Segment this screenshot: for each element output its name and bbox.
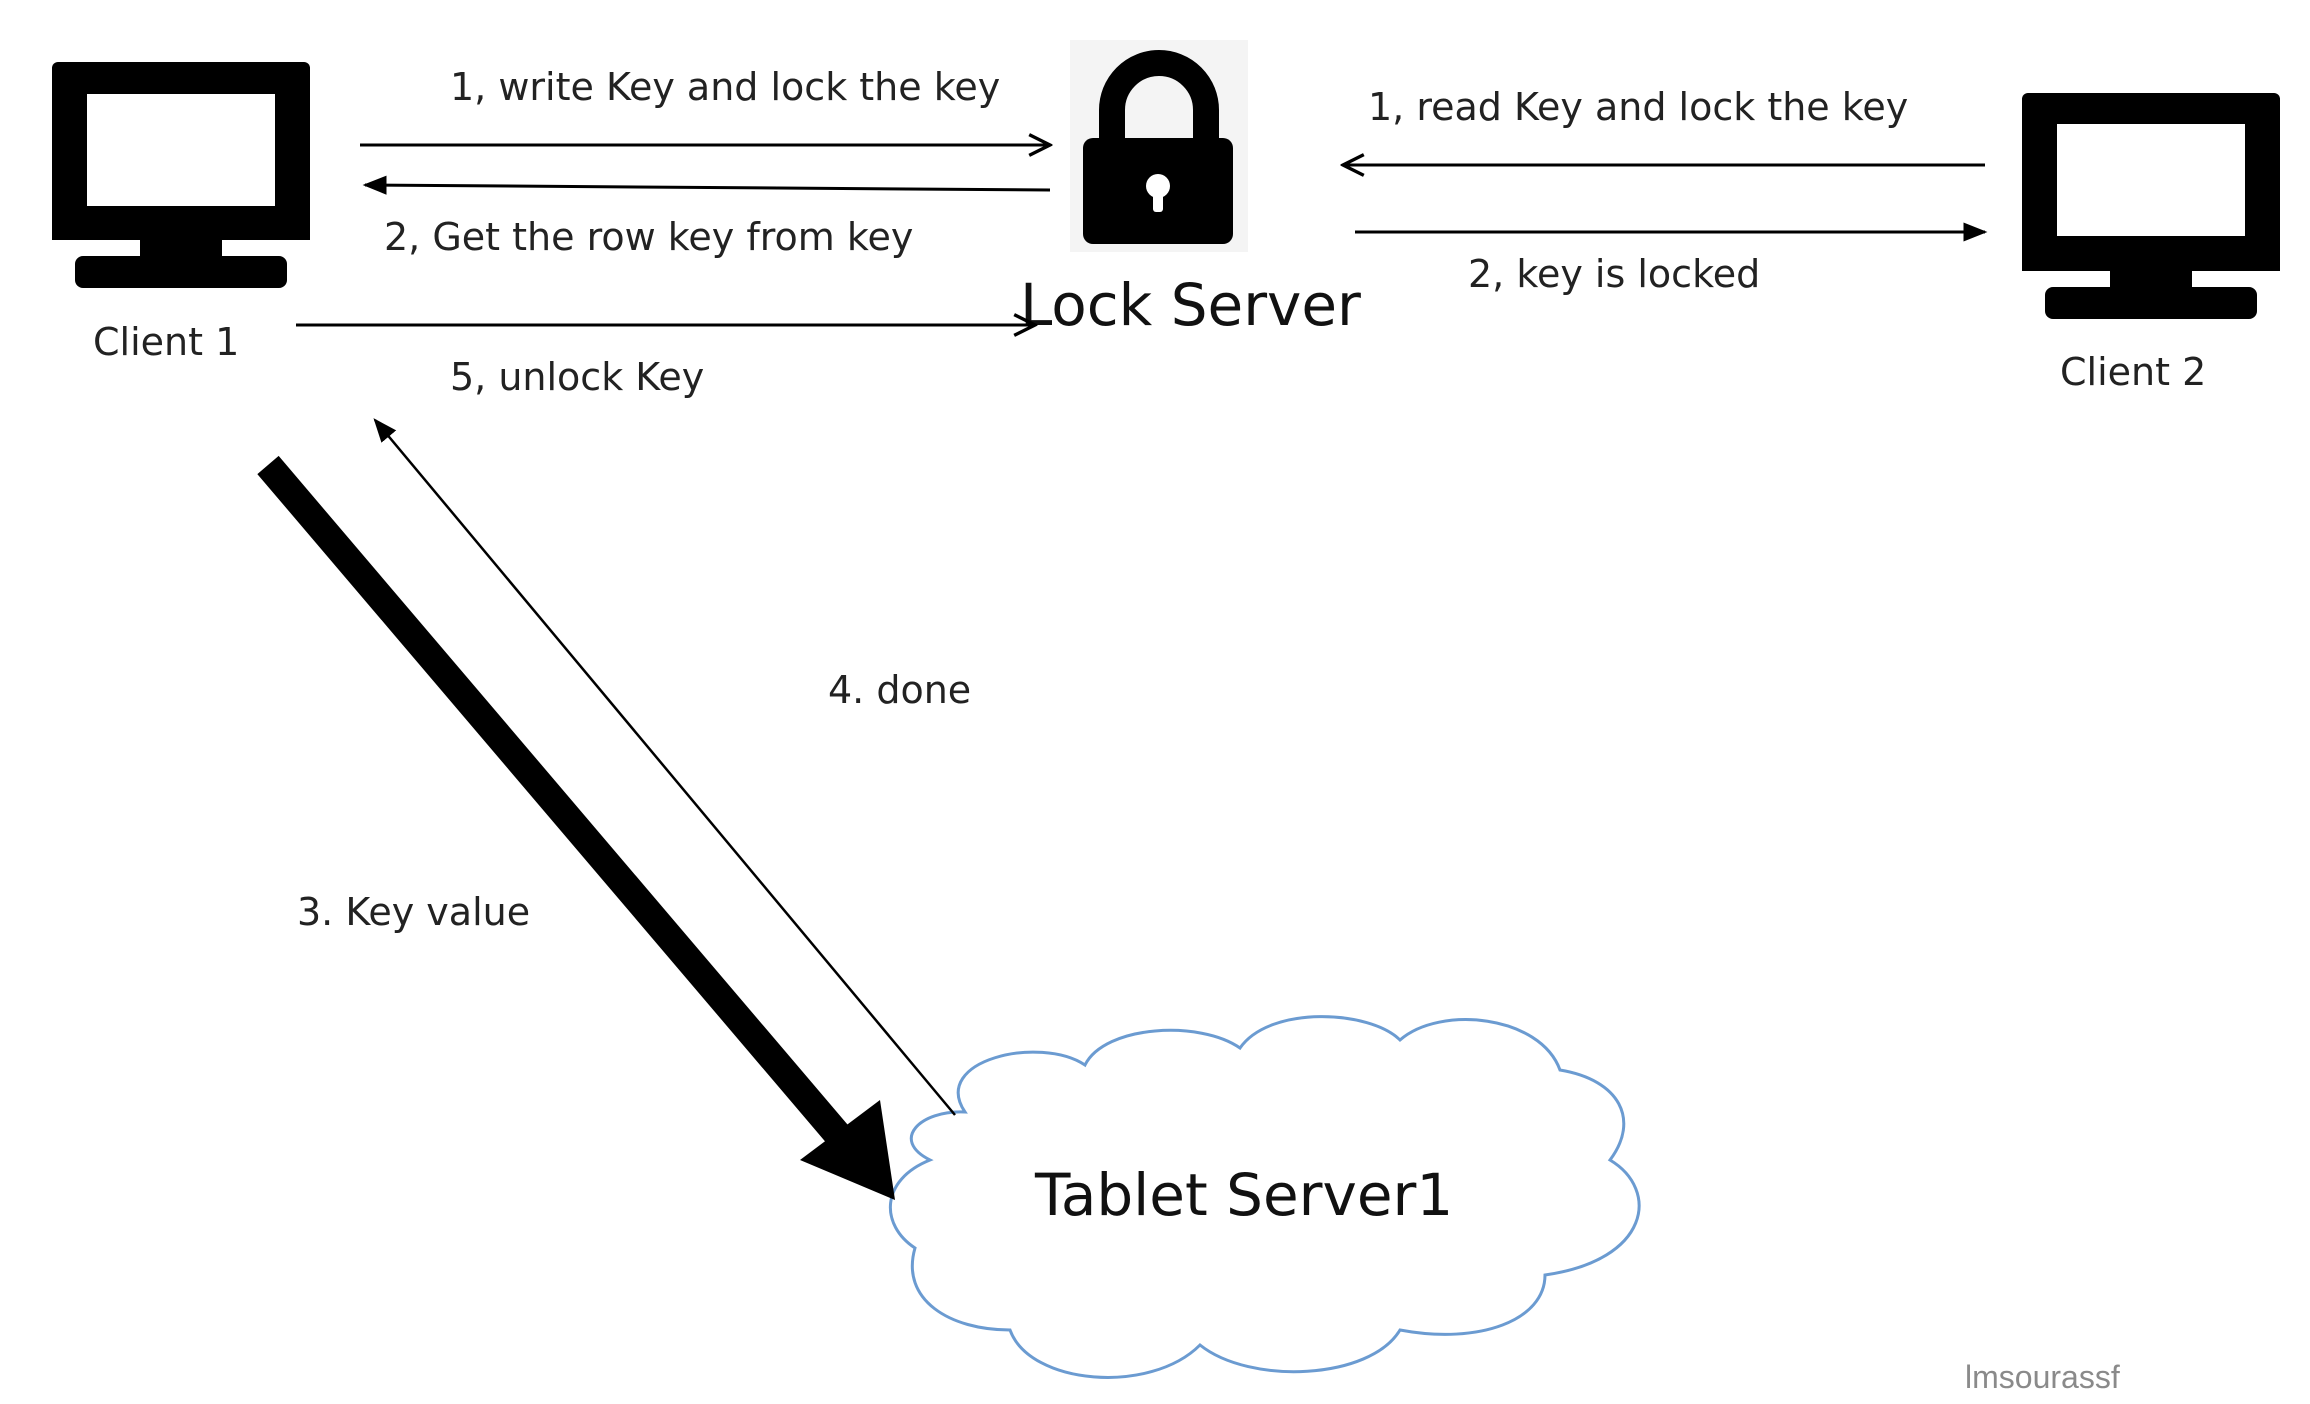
- tablet-server-label: Tablet Server1: [1034, 1161, 1453, 1229]
- key-value-label: 3. Key value: [297, 890, 530, 934]
- lock-server-label: Lock Server: [1020, 271, 1361, 339]
- watermark: lmsourassf: [1965, 1359, 2120, 1395]
- get-row-key-arrow: [362, 175, 1051, 195]
- write-lock-label: 1, write Key and lock the key: [450, 65, 1000, 109]
- done-arrow: [373, 418, 956, 1116]
- done-label: 4. done: [828, 668, 971, 712]
- client2-monitor-icon: [2022, 93, 2280, 319]
- read-lock-label: 1, read Key and lock the key: [1368, 85, 1908, 129]
- client1-label: Client 1: [93, 320, 239, 364]
- key-value-arrow: [257, 455, 895, 1200]
- key-locked-label: 2, key is locked: [1468, 252, 1760, 296]
- cloud-icon: [889, 1015, 1641, 1379]
- client2-label: Client 2: [2060, 350, 2206, 394]
- unlock-label: 5, unlock Key: [450, 355, 704, 399]
- get-row-key-label: 2, Get the row key from key: [384, 215, 913, 259]
- padlock-icon: [1070, 40, 1248, 252]
- client1-monitor-icon: [52, 62, 310, 288]
